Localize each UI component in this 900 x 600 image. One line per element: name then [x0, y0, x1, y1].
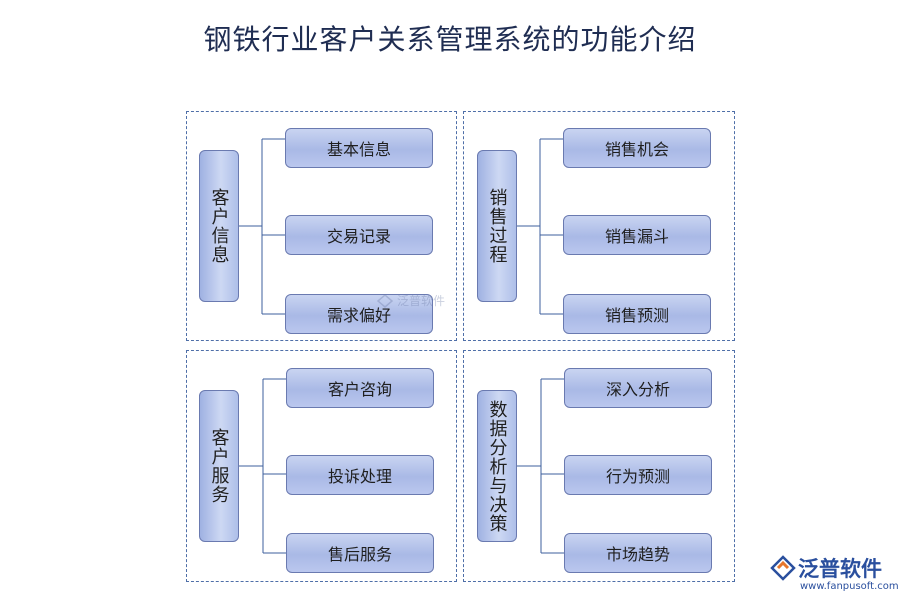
item-market-trend: 市场趋势 [564, 533, 712, 573]
item-sales-forecast: 销售预测 [563, 294, 711, 334]
item-basic-info: 基本信息 [285, 128, 433, 168]
item-in-depth-analysis: 深入分析 [564, 368, 712, 408]
item-sales-opportunity: 销售机会 [563, 128, 711, 168]
category-customer-service: 客户服务 [199, 390, 239, 542]
category-customer-info: 客户信息 [199, 150, 239, 302]
watermark-text: 泛普软件 [397, 294, 446, 308]
item-behavior-prediction: 行为预测 [564, 455, 712, 495]
logo-brand-text: 泛普软件 [798, 557, 882, 581]
item-complaint-handling: 投诉处理 [286, 455, 434, 495]
item-transaction-record: 交易记录 [285, 215, 433, 255]
category-sales-process: 销售过程 [477, 150, 517, 302]
item-sales-funnel: 销售漏斗 [563, 215, 711, 255]
panel-data-analysis [463, 350, 735, 582]
logo-url-text: www.fanpusoft.com [800, 581, 899, 592]
category-data-analysis-decision: 数据分析与决策 [477, 390, 517, 542]
center-watermark: 泛普软件 [376, 292, 445, 309]
item-customer-inquiry: 客户咨询 [286, 368, 434, 408]
page-title: 钢铁行业客户关系管理系统的功能介绍 [203, 23, 697, 56]
fanpu-logo-icon [770, 555, 796, 581]
item-after-sales-service: 售后服务 [286, 533, 434, 573]
panel-sales-process [463, 111, 735, 341]
brand-logo: 泛普软件 www.fanpusoft.com [770, 553, 899, 598]
item-demand-preference: 需求偏好 [285, 294, 433, 334]
watermark-logo-icon [376, 293, 394, 308]
panel-customer-info [186, 111, 457, 341]
panel-customer-service [186, 350, 457, 582]
